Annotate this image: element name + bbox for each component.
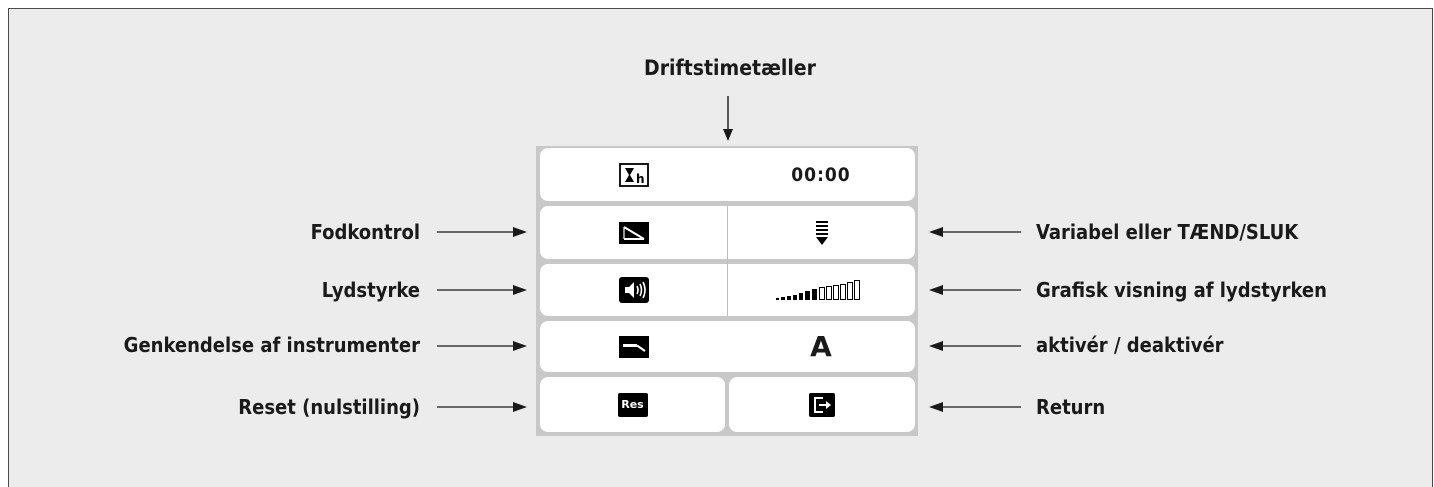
- arrow-volume: [437, 285, 527, 295]
- column-divider: [727, 206, 728, 316]
- svg-text:h: h: [636, 172, 645, 186]
- operating-hours-cell[interactable]: [540, 148, 915, 201]
- arrow-reset: [437, 402, 527, 412]
- reset-button[interactable]: [540, 377, 725, 432]
- reset-icon: [617, 392, 648, 417]
- label-foot-control: Fodkontrol: [310, 220, 420, 244]
- instrument-value-slot: A: [727, 321, 915, 372]
- label-activate-deactivate: aktivér / deaktivér: [1036, 333, 1224, 357]
- arrow-volume-graphic: [929, 285, 1021, 295]
- return-button[interactable]: [729, 377, 915, 432]
- volume-level-cell[interactable]: [728, 264, 915, 316]
- operating-hours-icon-slot: h: [540, 148, 727, 201]
- return-exit-icon: [809, 392, 835, 417]
- volume-icon-cell[interactable]: [540, 264, 727, 316]
- instrument-recognition-value: A: [810, 330, 832, 363]
- operating-hours-value-slot: 00:00: [727, 148, 915, 201]
- volume-level-bars-icon: [775, 280, 860, 300]
- label-reset: Reset (nulstilling): [238, 395, 420, 419]
- arrow-instrument-recognition: [437, 341, 527, 351]
- instrument-icon-slot: [540, 321, 727, 372]
- arrow-activate-deactivate: [929, 341, 1021, 351]
- speaker-volume-icon: [618, 277, 649, 303]
- diagram-title: Driftstimetæller: [644, 56, 816, 80]
- label-volume: Lydstyrke: [321, 278, 420, 302]
- reset-icon-text-slot: Res: [540, 377, 725, 432]
- reset-icon-text: Res: [621, 398, 644, 411]
- foot-control-mode-cell[interactable]: [728, 206, 915, 259]
- label-instrument-recognition: Genkendelse af instrumenter: [123, 333, 420, 357]
- variable-on-off-icon: [815, 220, 828, 245]
- label-variable-on-off: Variabel eller TÆND/SLUK: [1036, 220, 1299, 244]
- instrument-recognition-cell[interactable]: [540, 321, 915, 372]
- title-pointer-arrow: [723, 96, 733, 141]
- label-return: Return: [1036, 395, 1106, 419]
- instrument-handpiece-icon: [618, 335, 649, 358]
- arrow-variable-on-off: [929, 227, 1021, 237]
- foot-pedal-icon: [618, 221, 649, 244]
- hourglass-hours-icon: h: [618, 162, 649, 187]
- arrow-foot-control: [437, 227, 527, 237]
- foot-control-icon-cell[interactable]: [540, 206, 727, 259]
- operating-hours-readout: 00:00: [791, 163, 851, 186]
- arrow-return: [929, 402, 1021, 412]
- label-volume-graphic: Grafisk visning af lydstyrken: [1036, 278, 1327, 302]
